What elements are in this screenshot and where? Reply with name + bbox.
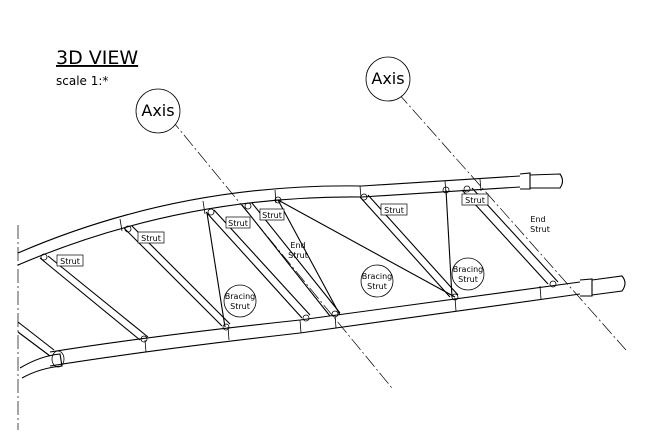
bracing-strut-label-3-line1: Bracing bbox=[453, 265, 483, 274]
strut-label-text-1: Strut bbox=[60, 257, 80, 266]
joints bbox=[40, 185, 557, 343]
bracing-strut-label-2-line1: Bracing bbox=[362, 272, 392, 281]
strut-label-6: Strut bbox=[461, 193, 489, 206]
strut-label-5: Strut bbox=[380, 203, 408, 216]
strut-label-text-4: Strut bbox=[262, 211, 282, 220]
axis-line-1 bbox=[169, 117, 393, 389]
strut-label-text-2: Strut bbox=[141, 234, 161, 243]
bracing-strut-label-3-line2: Strut bbox=[458, 275, 478, 284]
strut-label-text-3: Strut bbox=[228, 219, 248, 228]
end-strut-label-2: End Strut bbox=[530, 215, 550, 234]
end-strut-label-1-line1: End bbox=[290, 241, 305, 250]
strut-label-1: Strut bbox=[56, 254, 84, 267]
bracing-members bbox=[206, 189, 456, 328]
bracing-strut-label-1-line1: Bracing bbox=[225, 292, 255, 301]
end-strut-label-2-line1: End bbox=[530, 215, 545, 224]
strut-label-2: Strut bbox=[137, 231, 165, 244]
strut-label-3: Strut bbox=[225, 216, 251, 229]
strut-label-text-5: Strut bbox=[384, 206, 404, 215]
end-strut-label-2-line2: Strut bbox=[530, 225, 550, 234]
left-lower-members bbox=[17, 321, 55, 357]
scale-text: scale 1:* bbox=[56, 74, 108, 88]
bracing-strut-bubble-1: Bracing Strut bbox=[223, 284, 257, 318]
strut-label-text-6: Strut bbox=[465, 196, 485, 205]
end-strut-label-1-line2: Strut bbox=[288, 251, 308, 260]
end-strut-label-1: End Strut bbox=[288, 241, 308, 260]
axis-bubble-1: Axis bbox=[135, 88, 181, 134]
axis-label-2: Axis bbox=[371, 69, 404, 88]
axis-bubble-2: Axis bbox=[365, 56, 411, 102]
bracing-strut-bubble-3: Bracing Strut bbox=[451, 257, 485, 291]
strut-label-4: Strut bbox=[259, 208, 285, 221]
view-title: 3D VIEW bbox=[56, 47, 138, 69]
upper-chord bbox=[17, 172, 564, 266]
axis-label-1: Axis bbox=[141, 101, 174, 120]
bracing-strut-label-2-line2: Strut bbox=[367, 282, 387, 291]
bracing-strut-bubble-2: Bracing Strut bbox=[360, 264, 394, 298]
bracing-strut-label-1-line2: Strut bbox=[230, 302, 250, 311]
axis-line-2 bbox=[397, 92, 627, 351]
